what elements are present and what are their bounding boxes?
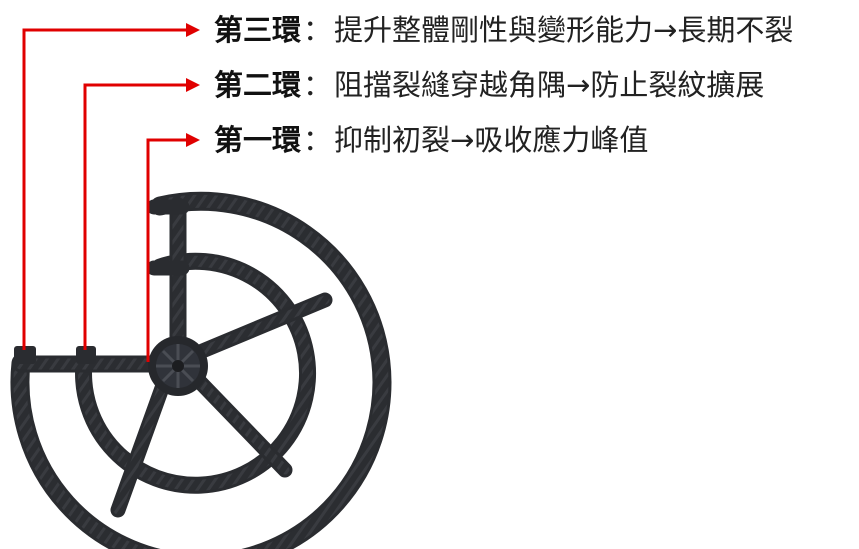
leader-line-second-ring (83, 83, 188, 350)
outer-ring-end-tab (14, 346, 36, 364)
label-second-ring-text: 阻擋裂縫穿越角隅→防止裂紋擴展 (334, 68, 765, 102)
label-first-ring: 第一環：抑制初裂→吸收應力峰值 (214, 120, 648, 160)
arrowhead-second-ring (186, 78, 200, 92)
label-third-ring-name: 第三環 (214, 13, 302, 47)
label-second-ring-name: 第二環 (214, 68, 302, 102)
label-second-ring: 第二環：阻擋裂縫穿越角隅→防止裂紋擴展 (214, 65, 764, 105)
leader-line-first-ring (146, 138, 188, 362)
middle-ring-end-tab (76, 346, 96, 364)
rebar-frame (10, 191, 392, 549)
arrowhead-first-ring (186, 133, 200, 147)
leader-lines (22, 28, 188, 362)
arrowhead-third-ring (186, 23, 200, 37)
label-first-ring-name: 第一環 (214, 123, 302, 157)
label-second-ring-separator: ： (303, 68, 333, 102)
label-third-ring: 第三環：提升整體剛性與變形能力→長期不裂 (214, 10, 793, 50)
center-hub (148, 336, 208, 396)
label-third-ring-text: 提升整體剛性與變形能力→長期不裂 (334, 13, 794, 47)
label-first-ring-text: 抑制初裂→吸收應力峰值 (334, 123, 649, 157)
label-third-ring-separator: ： (303, 13, 333, 47)
leader-line-third-ring (22, 28, 188, 350)
label-first-ring-separator: ： (303, 123, 333, 157)
leader-arrowheads (186, 23, 200, 147)
